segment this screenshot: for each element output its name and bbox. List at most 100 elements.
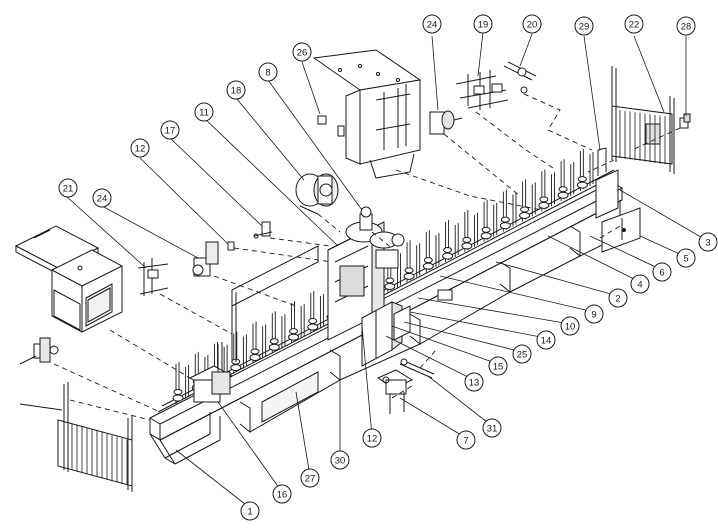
callout-circle bbox=[482, 418, 502, 438]
roller-disc bbox=[308, 318, 318, 325]
callout-label: 15 bbox=[493, 361, 504, 372]
callout-24: 24 bbox=[422, 14, 442, 34]
callout-label: 12 bbox=[367, 433, 378, 444]
callout-circle bbox=[292, 42, 312, 62]
guide-bracket bbox=[137, 258, 169, 296]
callout-label: 22 bbox=[629, 19, 640, 30]
roller-disc bbox=[404, 267, 414, 274]
callout-9: 9 bbox=[584, 304, 604, 324]
callout-8: 8 bbox=[258, 62, 278, 82]
callout-label: 30 bbox=[335, 455, 346, 466]
roller-disc bbox=[269, 338, 279, 345]
callout-16: 16 bbox=[272, 484, 292, 504]
callout-label: 10 bbox=[565, 321, 576, 332]
valve-assembly-left bbox=[19, 337, 59, 365]
callout-27: 27 bbox=[300, 468, 320, 488]
callout-label: 12 bbox=[135, 143, 146, 154]
callout-circle bbox=[92, 188, 112, 208]
roller-disc bbox=[249, 353, 261, 361]
callout-2: 2 bbox=[608, 288, 628, 308]
roller-disc bbox=[538, 201, 550, 209]
callout-20: 20 bbox=[522, 14, 542, 34]
callout-label: 21 bbox=[63, 183, 74, 194]
callout-circle bbox=[130, 138, 150, 158]
roller-disc bbox=[481, 226, 491, 233]
roller-disc bbox=[173, 389, 183, 395]
callout-label: 24 bbox=[97, 193, 108, 204]
callout-label: 5 bbox=[683, 253, 688, 264]
cutting-station bbox=[327, 221, 405, 367]
callout-14: 14 bbox=[536, 330, 556, 350]
callout-label: 20 bbox=[527, 19, 538, 30]
callout-24: 24 bbox=[92, 188, 112, 208]
sensor-bracket bbox=[253, 221, 273, 239]
callout-11: 11 bbox=[194, 102, 214, 122]
adjuster-linkage bbox=[455, 61, 537, 110]
decoiler-rack bbox=[19, 382, 133, 492]
callout-1: 1 bbox=[240, 501, 260, 521]
callout-label: 3 bbox=[705, 237, 710, 248]
callout-12: 12 bbox=[362, 428, 382, 448]
callout-25: 25 bbox=[512, 344, 532, 364]
callout-10: 10 bbox=[560, 316, 580, 336]
roller-disc bbox=[230, 364, 242, 372]
callout-label: 4 bbox=[637, 279, 642, 290]
callout-circle bbox=[422, 14, 442, 34]
callout-7: 7 bbox=[456, 430, 476, 450]
callout-label: 27 bbox=[305, 473, 316, 484]
roller-disc bbox=[557, 191, 569, 199]
callout-circle bbox=[608, 288, 628, 308]
callout-circle bbox=[160, 120, 180, 140]
roller-disc bbox=[462, 236, 472, 243]
callout-circle bbox=[624, 14, 644, 34]
roller-disc bbox=[289, 328, 299, 335]
outlet-frame bbox=[611, 66, 675, 174]
callout-15: 15 bbox=[488, 356, 508, 376]
roller-disc bbox=[403, 272, 415, 280]
callout-26: 26 bbox=[292, 42, 312, 62]
small-bracket bbox=[679, 113, 691, 129]
entry-guide bbox=[188, 342, 234, 403]
callout-label: 18 bbox=[231, 85, 242, 96]
callout-circle bbox=[362, 428, 382, 448]
callout-circle bbox=[630, 274, 650, 294]
callout-label: 17 bbox=[165, 125, 176, 136]
roller-disc bbox=[443, 247, 453, 254]
callout-circle bbox=[194, 102, 214, 122]
roller-disc bbox=[480, 232, 492, 240]
callout-label: 9 bbox=[591, 309, 596, 320]
callout-circle bbox=[652, 262, 672, 282]
callout-label: 14 bbox=[541, 335, 552, 346]
callout-circle bbox=[584, 304, 604, 324]
callout-circle bbox=[676, 248, 696, 268]
callout-label: 29 bbox=[579, 21, 590, 32]
callout-circle bbox=[512, 344, 532, 364]
roller-disc bbox=[499, 222, 511, 230]
callout-circle bbox=[574, 16, 594, 36]
callout-circle bbox=[536, 330, 556, 350]
leader-lines bbox=[65, 31, 707, 509]
roller-disc bbox=[442, 252, 454, 260]
operator-console bbox=[14, 225, 123, 333]
roller-disc bbox=[461, 242, 473, 250]
roller-disc bbox=[539, 196, 549, 203]
safety-enclosure bbox=[312, 49, 422, 179]
callout-label: 2 bbox=[615, 293, 620, 304]
roller-disc bbox=[423, 257, 433, 264]
callout-6: 6 bbox=[652, 262, 672, 282]
callout-label: 19 bbox=[478, 19, 489, 30]
exit-stand bbox=[595, 147, 619, 219]
roller-disc bbox=[519, 211, 531, 219]
clamp-unit bbox=[359, 206, 373, 231]
end-plate bbox=[601, 207, 641, 253]
callout-label: 31 bbox=[487, 423, 498, 434]
callout-label: 25 bbox=[517, 349, 528, 360]
middle-support bbox=[393, 289, 453, 341]
callout-circle bbox=[464, 372, 484, 392]
callout-5: 5 bbox=[676, 248, 696, 268]
callout-circle bbox=[226, 80, 246, 100]
callout-circle bbox=[473, 14, 493, 34]
roller-disc bbox=[558, 186, 568, 193]
